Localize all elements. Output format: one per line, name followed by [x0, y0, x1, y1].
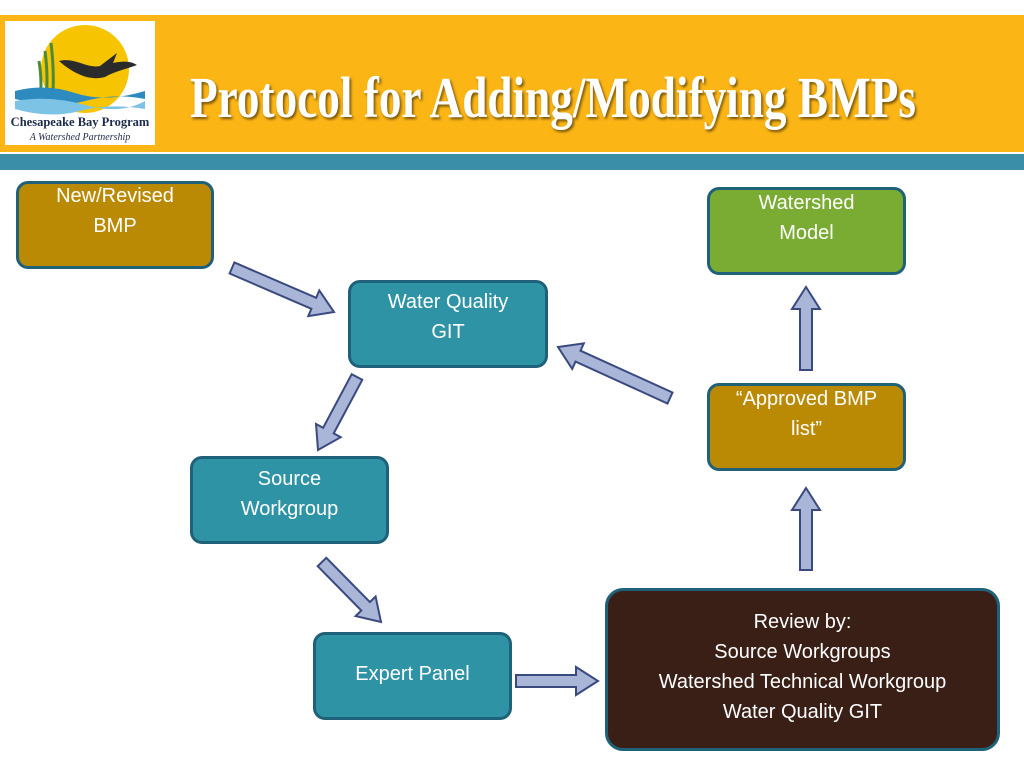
slide-title: Protocol for Adding/Modifying BMPs — [190, 65, 916, 130]
chesapeake-bay-program-logo: Chesapeake Bay Program A Watershed Partn… — [5, 21, 155, 145]
arrow-source-to-expert — [316, 556, 383, 624]
header-bar: Chesapeake Bay Program A Watershed Partn… — [0, 15, 1024, 152]
arrow-approved-to-model — [790, 285, 822, 371]
header-divider — [0, 152, 1024, 154]
node-new-revised-bmp: New/Revised BMP — [16, 181, 214, 269]
node-approved-bmp-list: “Approved BMP list” — [707, 383, 906, 471]
node-water-quality-git: Water Quality GIT — [348, 280, 548, 368]
arrow-new-to-wqgit — [228, 261, 336, 318]
node-source-workgroup: Source Workgroup — [190, 456, 389, 544]
node-source-workgroup-label: Source Workgroup — [240, 468, 339, 520]
logo-graphic — [15, 25, 145, 115]
logo-tagline: A Watershed Partnership — [29, 132, 131, 143]
node-water-quality-git-label: Water Quality GIT — [387, 291, 509, 343]
arrow-wqgit-to-source — [314, 372, 364, 452]
arrow-approved-to-wqgit — [556, 342, 674, 405]
node-review-label: Review by: Source Workgroups Watershed T… — [658, 610, 947, 723]
node-expert-panel-label: Expert Panel — [355, 663, 470, 685]
logo-org-name: Chesapeake Bay Program — [10, 115, 150, 129]
arrow-review-to-approved — [790, 486, 822, 571]
node-expert-panel: Expert Panel — [313, 632, 512, 720]
node-watershed-model: Watershed Model — [707, 187, 906, 275]
node-review: Review by: Source Workgroups Watershed T… — [605, 588, 1000, 751]
node-watershed-model-label: Watershed Model — [758, 192, 855, 244]
arrow-expert-to-review — [515, 665, 600, 697]
node-new-revised-bmp-label: New/Revised BMP — [56, 185, 174, 237]
node-approved-bmp-list-label: “Approved BMP list” — [735, 388, 878, 440]
header-accent-band — [0, 154, 1024, 170]
